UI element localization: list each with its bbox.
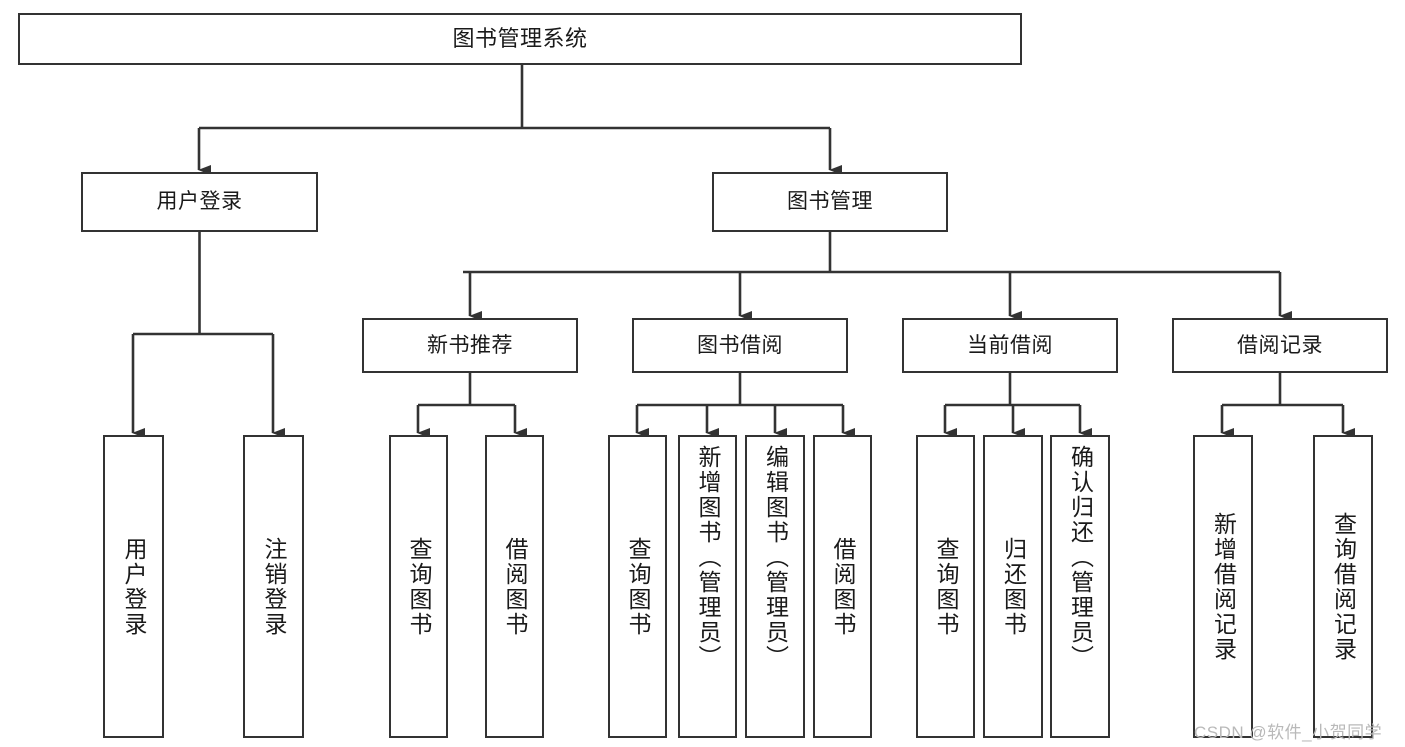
level3-node-3[interactable]: 借阅记录	[1172, 318, 1388, 373]
node-label: 确认归还（管理员）	[1067, 445, 1094, 670]
tree-connectors	[131, 65, 1355, 438]
leaf-node-9[interactable]: 归还图书	[983, 435, 1043, 738]
leaf-node-1[interactable]: 注销登录	[243, 435, 304, 738]
level3-node-0[interactable]: 新书推荐	[362, 318, 578, 373]
leaf-node-0[interactable]: 用户登录	[103, 435, 164, 738]
node-label: 用户登录	[121, 536, 147, 637]
level2-node-1[interactable]: 图书管理	[712, 172, 948, 232]
node-label: 新增借阅记录	[1210, 511, 1237, 662]
leaf-node-10[interactable]: 确认归还（管理员）	[1050, 435, 1110, 738]
root-node-0[interactable]: 图书管理系统	[18, 13, 1022, 65]
node-label: 借阅图书	[502, 536, 528, 637]
node-label: 查询借阅记录	[1330, 511, 1357, 662]
node-label: 用户登录	[156, 190, 243, 214]
node-label: 图书管理	[787, 190, 873, 214]
node-label: 新书推荐	[427, 333, 513, 357]
node-label: 注销登录	[261, 536, 287, 637]
node-label: 借阅记录	[1237, 333, 1323, 357]
node-label: 当前借阅	[967, 333, 1053, 357]
leaf-node-6[interactable]: 编辑图书（管理员）	[745, 435, 805, 738]
node-label: 查询图书	[933, 536, 959, 637]
node-label: 查询图书	[625, 536, 651, 637]
node-label: 图书借阅	[697, 333, 783, 357]
node-label: 归还图书	[1000, 536, 1027, 637]
leaf-node-8[interactable]: 查询图书	[916, 435, 975, 738]
leaf-node-7[interactable]: 借阅图书	[813, 435, 872, 738]
leaf-node-5[interactable]: 新增图书（管理员）	[678, 435, 737, 738]
leaf-node-3[interactable]: 借阅图书	[485, 435, 544, 738]
leaf-node-11[interactable]: 新增借阅记录	[1193, 435, 1253, 738]
node-label: 图书管理系统	[452, 25, 588, 51]
leaf-node-12[interactable]: 查询借阅记录	[1313, 435, 1373, 738]
leaf-node-4[interactable]: 查询图书	[608, 435, 667, 738]
level3-node-2[interactable]: 当前借阅	[902, 318, 1118, 373]
leaf-node-2[interactable]: 查询图书	[389, 435, 448, 738]
node-label: 查询图书	[406, 536, 432, 637]
level2-node-0[interactable]: 用户登录	[81, 172, 318, 232]
level3-node-1[interactable]: 图书借阅	[632, 318, 848, 373]
node-label: 借阅图书	[830, 536, 856, 637]
node-label: 编辑图书（管理员）	[762, 445, 789, 670]
node-label: 新增图书（管理员）	[695, 445, 721, 670]
